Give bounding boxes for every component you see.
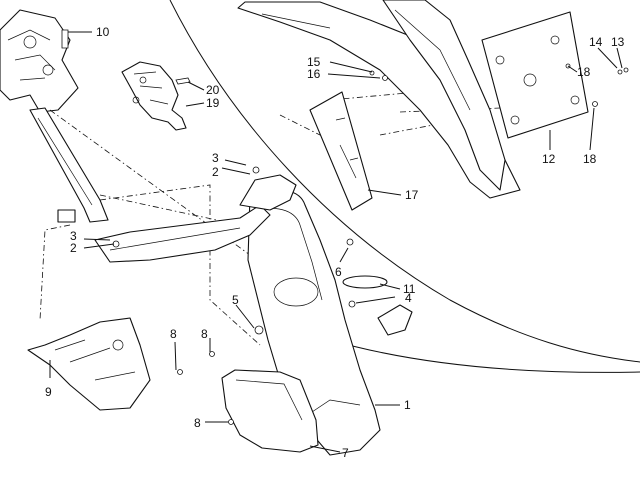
- callout-9: 9: [45, 385, 52, 399]
- callout-3-left: 3: [70, 229, 77, 243]
- callout-1: 1: [404, 398, 411, 412]
- callout-12: 12: [542, 152, 556, 166]
- fasteners: [112, 63, 629, 425]
- rear-light: [377, 304, 413, 336]
- rear-body-part: [237, 0, 521, 199]
- part-2-panel: [94, 174, 297, 263]
- part-11-strip: [342, 275, 388, 289]
- callout-2-upper: 2: [212, 165, 219, 179]
- callout-18-lower: 18: [583, 152, 597, 166]
- body-contour-lower: [329, 339, 640, 373]
- callout-11: 11: [403, 282, 416, 296]
- callout-2-left: 2: [70, 241, 77, 255]
- part-19-bracket: [121, 61, 187, 131]
- part-7-mudflap: [221, 369, 319, 453]
- callout-19: 19: [206, 96, 220, 110]
- callout-3-upper: 3: [212, 151, 219, 165]
- callout-20: 20: [206, 83, 220, 97]
- part-10-bolt: [61, 29, 69, 49]
- callout-14: 14: [589, 35, 603, 49]
- callout-15: 15: [307, 55, 321, 69]
- part-20-screw: [175, 77, 191, 85]
- callout-17: 17: [405, 188, 419, 202]
- part-17-reflector: [309, 91, 373, 211]
- callout-4: 4: [405, 291, 412, 305]
- leader-lines: [49, 31, 623, 453]
- body-contour: [169, 0, 640, 363]
- callout-8-mid: 8: [201, 327, 208, 341]
- part-9-cover: [27, 317, 151, 411]
- callout-8-bottom: 8: [194, 416, 201, 430]
- callout-5: 5: [232, 293, 239, 307]
- callout-13: 13: [611, 35, 625, 49]
- callout-10: 10: [96, 25, 110, 39]
- callout-6: 6: [335, 265, 342, 279]
- callout-labels: 1 2 2 3 3 4 5 6 7 8 8 8 9 10 11 12 13 14…: [45, 25, 625, 460]
- callout-16: 16: [307, 67, 321, 81]
- callout-8-left: 8: [170, 327, 177, 341]
- frame-part: [0, 9, 109, 223]
- callout-18-upper: 18: [577, 65, 591, 79]
- part-12-plate-holder: [481, 11, 589, 139]
- callout-7: 7: [342, 446, 349, 460]
